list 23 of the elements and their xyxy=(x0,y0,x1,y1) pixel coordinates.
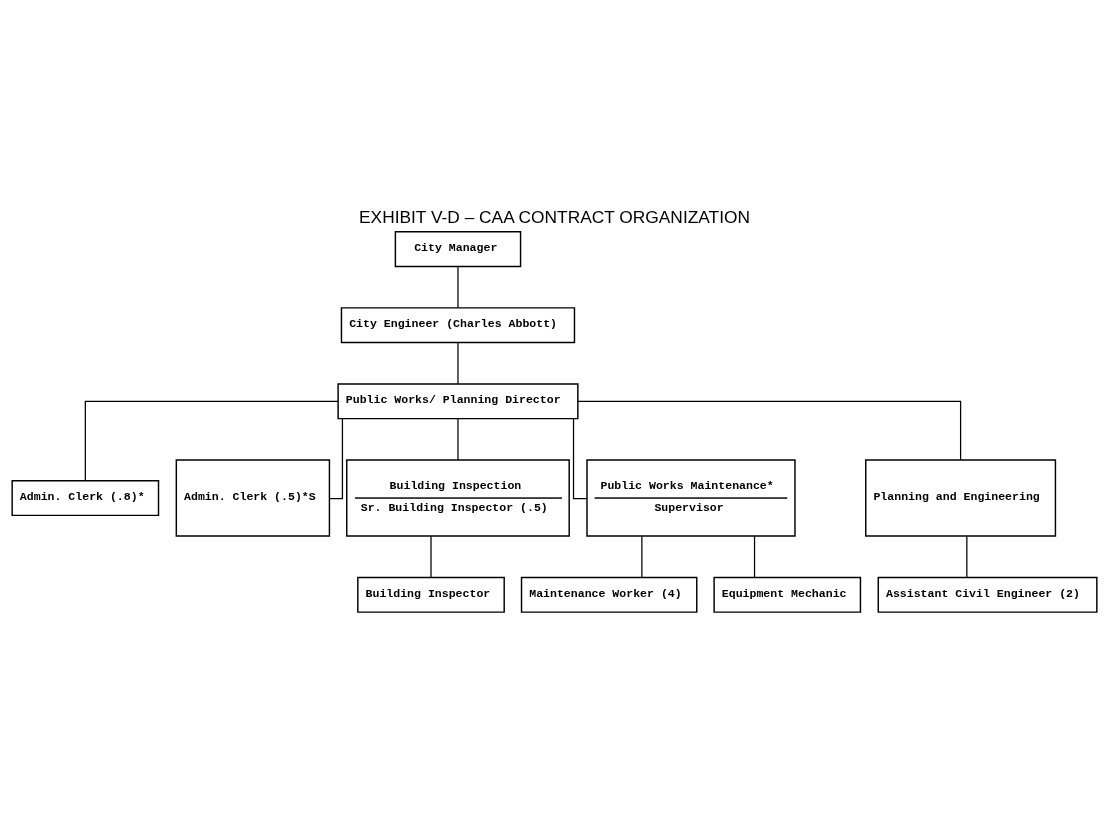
node-box: Maintenance Worker (4) xyxy=(520,576,698,613)
connector xyxy=(457,418,459,461)
node-box: Assistant Civil Engineer (2) xyxy=(877,576,1098,613)
node-box: Public Works Maintenance* Supervisor xyxy=(586,459,796,537)
connector xyxy=(430,535,432,578)
node-box: Equipment Mechanic xyxy=(713,576,862,613)
node-box: City Engineer (Charles Abbott) xyxy=(340,307,576,344)
node-box: Planning and Engineering xyxy=(865,459,1057,537)
connector xyxy=(457,266,459,309)
node-box: Building Inspection Sr. Building Inspector (.5) xyxy=(346,459,570,537)
node-box: Admin. Clerk (.8)* xyxy=(11,480,160,517)
connector xyxy=(328,418,344,500)
node-box: Public Works/ Planning Director xyxy=(337,383,579,420)
diagram-title: EXHIBIT V-D – CAA CONTRACT ORGANIZATION xyxy=(359,206,750,227)
connector xyxy=(641,535,643,578)
node-box: City Manager xyxy=(394,231,522,268)
connector xyxy=(457,342,459,385)
node-box: Admin. Clerk (.5)*S xyxy=(175,459,331,537)
connector xyxy=(577,400,962,461)
connector xyxy=(84,400,339,481)
connector xyxy=(753,535,756,578)
connector xyxy=(966,535,968,578)
node-box: Building Inspector xyxy=(357,576,505,613)
